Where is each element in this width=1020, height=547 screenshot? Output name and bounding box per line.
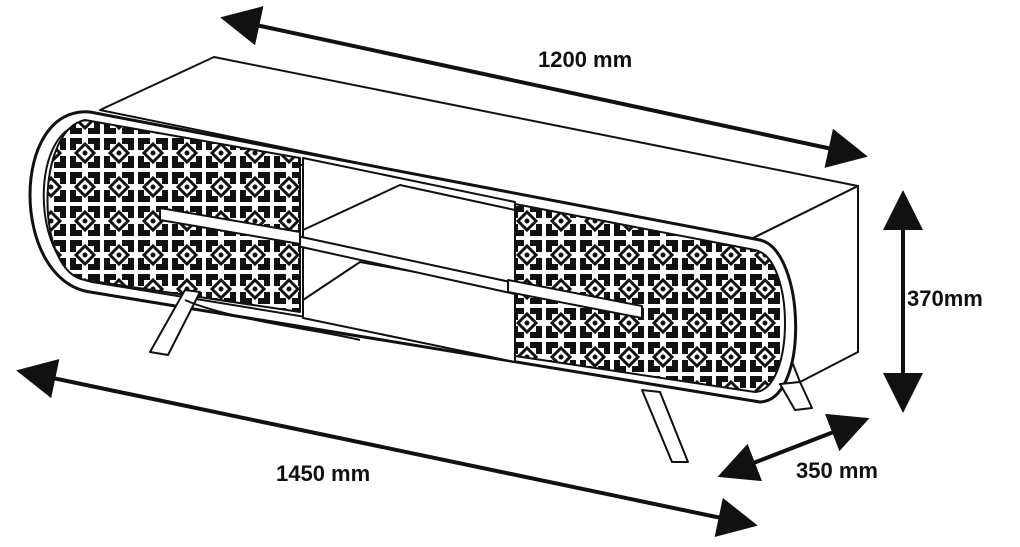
dimension-arrow-1450 xyxy=(16,358,758,538)
dimension-label-depth: 350 mm xyxy=(796,458,878,483)
leg-front-right xyxy=(641,389,689,463)
right-door xyxy=(514,203,786,393)
cabinet xyxy=(28,56,859,463)
leg-base-left xyxy=(184,299,361,341)
leg-front-left xyxy=(149,289,201,356)
leg-back-right xyxy=(779,381,813,411)
dimension-label-width-top: 1200 mm xyxy=(538,47,633,72)
dimension-arrow-1200 xyxy=(220,6,868,168)
left-door-handle xyxy=(159,207,301,245)
dimension-label-height: 370mm xyxy=(907,286,983,311)
dimension-label-width-total: 1450 mm xyxy=(276,461,371,486)
right-door-handle xyxy=(507,279,643,319)
